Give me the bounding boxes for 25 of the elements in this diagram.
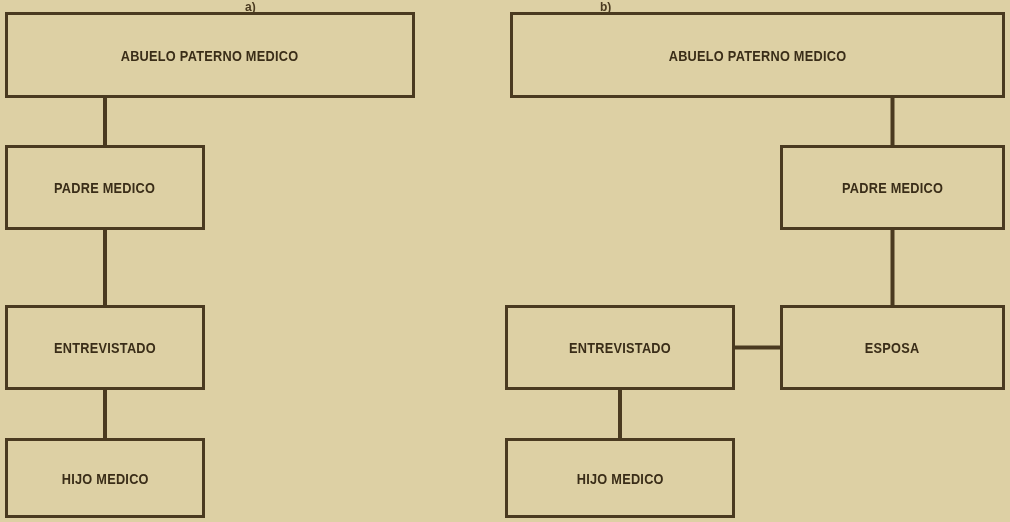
person-box bbox=[5, 12, 415, 98]
box-label: PADRE MEDICO bbox=[841, 179, 944, 196]
box-label: PADRE MEDICO bbox=[54, 179, 156, 196]
box-label: ABUELO PATERNO MEDICO bbox=[668, 46, 847, 64]
person-box bbox=[5, 145, 205, 230]
box-label: ENTREVISTADO bbox=[569, 339, 671, 356]
connector-line bbox=[890, 98, 895, 145]
connector-line bbox=[103, 390, 107, 438]
connector-line bbox=[890, 230, 895, 305]
person-box bbox=[780, 145, 1005, 230]
person-box bbox=[510, 12, 1005, 98]
connector-line bbox=[103, 230, 107, 305]
person-box bbox=[5, 305, 205, 390]
person-box bbox=[780, 305, 1005, 390]
person-box bbox=[5, 438, 205, 518]
connector-line bbox=[618, 390, 622, 438]
box-label: ESPOSA bbox=[865, 339, 920, 356]
person-box bbox=[505, 305, 735, 390]
box-label: ENTREVISTADO bbox=[54, 339, 156, 356]
connector-line bbox=[103, 98, 107, 145]
box-label: HIJO MEDICO bbox=[61, 469, 149, 487]
box-label: ABUELO PATERNO MEDICO bbox=[121, 46, 299, 64]
box-label: HIJO MEDICO bbox=[576, 469, 664, 487]
connector-line bbox=[735, 345, 780, 350]
person-box bbox=[505, 438, 735, 518]
